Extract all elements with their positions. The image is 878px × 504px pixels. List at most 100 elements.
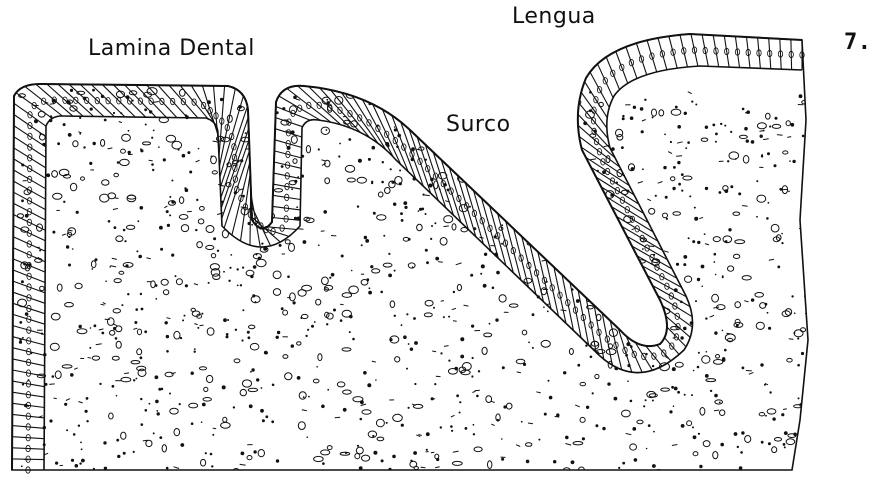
mesenchyme-cell bbox=[368, 158, 371, 161]
mesenchyme-cell bbox=[543, 176, 547, 180]
mesenchyme-cell bbox=[760, 363, 763, 366]
mesenchyme-cell bbox=[616, 322, 621, 323]
mesenchyme-cell bbox=[298, 229, 304, 230]
mesenchyme-cell bbox=[630, 400, 633, 403]
mesenchyme-cell bbox=[182, 154, 186, 158]
mesenchyme-cell bbox=[371, 181, 373, 183]
mesenchyme-cell bbox=[159, 436, 162, 439]
mesenchyme-cell bbox=[550, 206, 556, 211]
mesenchyme-cell bbox=[113, 112, 115, 114]
mesenchyme-cell bbox=[555, 417, 560, 418]
mesenchyme-cell bbox=[89, 162, 92, 165]
mesenchyme-cell bbox=[343, 408, 347, 412]
mesenchyme-cell bbox=[489, 323, 491, 325]
mesenchyme-cell bbox=[701, 286, 703, 288]
mesenchyme-cell bbox=[521, 421, 523, 423]
mesenchyme-cell bbox=[365, 239, 369, 243]
mesenchyme-cell bbox=[525, 220, 528, 223]
mesenchyme-cell bbox=[590, 356, 593, 359]
mesenchyme-cell bbox=[21, 280, 24, 283]
mesenchyme-cell bbox=[663, 166, 666, 169]
mesenchyme-cell bbox=[418, 210, 420, 212]
mesenchyme-cell bbox=[141, 308, 144, 311]
mesenchyme-cell bbox=[104, 467, 107, 470]
mesenchyme-cell bbox=[166, 210, 169, 213]
mesenchyme-cell bbox=[595, 424, 598, 427]
mesenchyme-cell bbox=[512, 201, 517, 202]
mesenchyme-cell bbox=[413, 317, 416, 320]
lengua-label: Lengua bbox=[512, 4, 596, 29]
mesenchyme-cell bbox=[454, 367, 458, 371]
mesenchyme-cell bbox=[549, 200, 553, 204]
mesenchyme-cell bbox=[500, 488, 502, 490]
mesenchyme-cell bbox=[293, 301, 296, 304]
mesenchyme-cell bbox=[311, 325, 314, 328]
mesenchyme-cell bbox=[692, 426, 694, 428]
mesenchyme-cell bbox=[803, 261, 808, 262]
mesenchyme-cell bbox=[116, 439, 119, 442]
mesenchyme-cell bbox=[138, 255, 142, 259]
mesenchyme-cell bbox=[426, 261, 429, 264]
mesenchyme-cell bbox=[691, 101, 693, 103]
mesenchyme-cell bbox=[540, 472, 545, 476]
mesenchyme-cell bbox=[169, 393, 171, 395]
mesenchyme-cell bbox=[685, 147, 687, 149]
mesenchyme-cell bbox=[454, 137, 462, 142]
mesenchyme-cell bbox=[248, 336, 251, 339]
mesenchyme-cell bbox=[595, 212, 597, 214]
mesenchyme-cell bbox=[226, 333, 229, 336]
mesenchyme-cell bbox=[166, 467, 169, 470]
mesenchyme-cell bbox=[501, 155, 508, 161]
mesenchyme-cell bbox=[788, 191, 790, 193]
mesenchyme-cell bbox=[182, 319, 184, 321]
mesenchyme-cell bbox=[63, 123, 66, 126]
mesenchyme-cell bbox=[276, 459, 279, 462]
mesenchyme-cell bbox=[466, 174, 474, 179]
mesenchyme-cell bbox=[237, 285, 239, 287]
mesenchyme-cell bbox=[141, 423, 144, 426]
mesenchyme-cell bbox=[448, 360, 450, 362]
mesenchyme-cell bbox=[728, 228, 731, 231]
mesenchyme-cell bbox=[144, 330, 147, 333]
mesenchyme-cell bbox=[359, 466, 363, 470]
mesenchyme-cell bbox=[156, 410, 158, 412]
mesenchyme-cell bbox=[425, 249, 428, 252]
mesenchyme-cell bbox=[333, 309, 336, 312]
mesenchyme-cell bbox=[517, 180, 520, 183]
mesenchyme-cell bbox=[693, 477, 701, 484]
mesenchyme-cell bbox=[382, 161, 384, 163]
mesenchyme-cell bbox=[352, 338, 355, 341]
mesenchyme-cell bbox=[349, 331, 351, 333]
mesenchyme-cell bbox=[794, 312, 796, 314]
mesenchyme-cell bbox=[622, 462, 625, 465]
mesenchyme-cell bbox=[153, 432, 155, 434]
mesenchyme-cell bbox=[400, 212, 403, 215]
mesenchyme-cell bbox=[529, 100, 531, 102]
mesenchyme-cell bbox=[303, 240, 307, 244]
mesenchyme-cell bbox=[710, 390, 712, 392]
mesenchyme-cell bbox=[414, 341, 418, 345]
mesenchyme-cell bbox=[575, 265, 580, 272]
mesenchyme-cell bbox=[464, 151, 466, 153]
mesenchyme-cell bbox=[163, 158, 166, 161]
mesenchyme-cell bbox=[561, 269, 563, 271]
mesenchyme-cell bbox=[265, 415, 268, 418]
mesenchyme-cell bbox=[251, 224, 253, 226]
mesenchyme-cell bbox=[593, 485, 595, 487]
mesenchyme-cell bbox=[46, 173, 50, 177]
mesenchyme-cell bbox=[592, 392, 594, 394]
mesenchyme-cell bbox=[792, 160, 795, 163]
mesenchyme-cell bbox=[470, 274, 473, 277]
mesenchyme-cell bbox=[635, 267, 640, 271]
mesenchyme-cell bbox=[615, 267, 621, 275]
mesenchyme-cell bbox=[76, 484, 84, 488]
mesenchyme-cell bbox=[266, 352, 268, 354]
mesenchyme-cell bbox=[116, 395, 118, 397]
mesenchyme-cell bbox=[94, 324, 97, 327]
mesenchyme-cell bbox=[79, 325, 82, 328]
mesenchyme-cell bbox=[628, 487, 631, 490]
mesenchyme-cell bbox=[730, 131, 732, 133]
mesenchyme-cell bbox=[155, 400, 159, 404]
mesenchyme-cell bbox=[726, 482, 728, 484]
mesenchyme-cell bbox=[737, 446, 739, 448]
